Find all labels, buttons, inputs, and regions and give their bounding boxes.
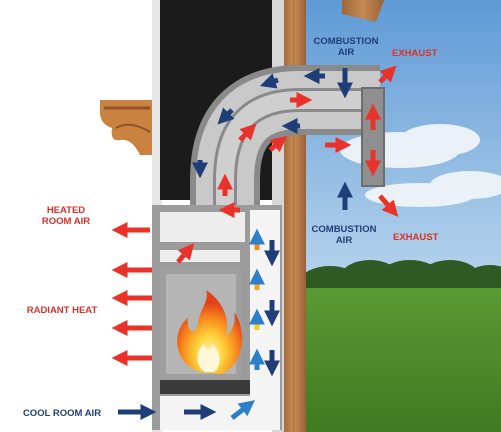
cool-air-arrow-3	[230, 400, 256, 420]
cool-room-air-label: COOL ROOM AIR	[23, 408, 101, 419]
combustion-air-top-label-line2: AIR	[338, 47, 355, 58]
heated-room-air-label-line1: HEATED	[47, 205, 85, 216]
exhaust-bottom-label: EXHAUST	[393, 232, 439, 243]
combustion-air-bottom-label-line1: COMBUSTION	[312, 224, 377, 235]
mantel-molding	[100, 100, 152, 155]
labels: COMBUSTION AIR EXHAUST HEATED ROOM AIR C…	[23, 36, 439, 419]
grass-field	[300, 288, 501, 432]
combustion-air-bottom-label-line2: AIR	[336, 235, 353, 246]
heated-room-air-label-line2: ROOM AIR	[42, 216, 90, 227]
exhaust-top-label: EXHAUST	[392, 48, 438, 59]
bottom-air-channel	[160, 396, 280, 430]
vent-termination-cap	[361, 87, 385, 187]
roof-beam	[342, 0, 384, 22]
combustion-air-top-label-line1: COMBUSTION	[314, 36, 379, 47]
flame	[177, 290, 243, 374]
airflow-arrows	[111, 65, 399, 421]
upper-air-channel	[160, 212, 245, 242]
firebox-base	[160, 380, 252, 394]
radiant-heat-label: RADIANT HEAT	[27, 305, 98, 316]
